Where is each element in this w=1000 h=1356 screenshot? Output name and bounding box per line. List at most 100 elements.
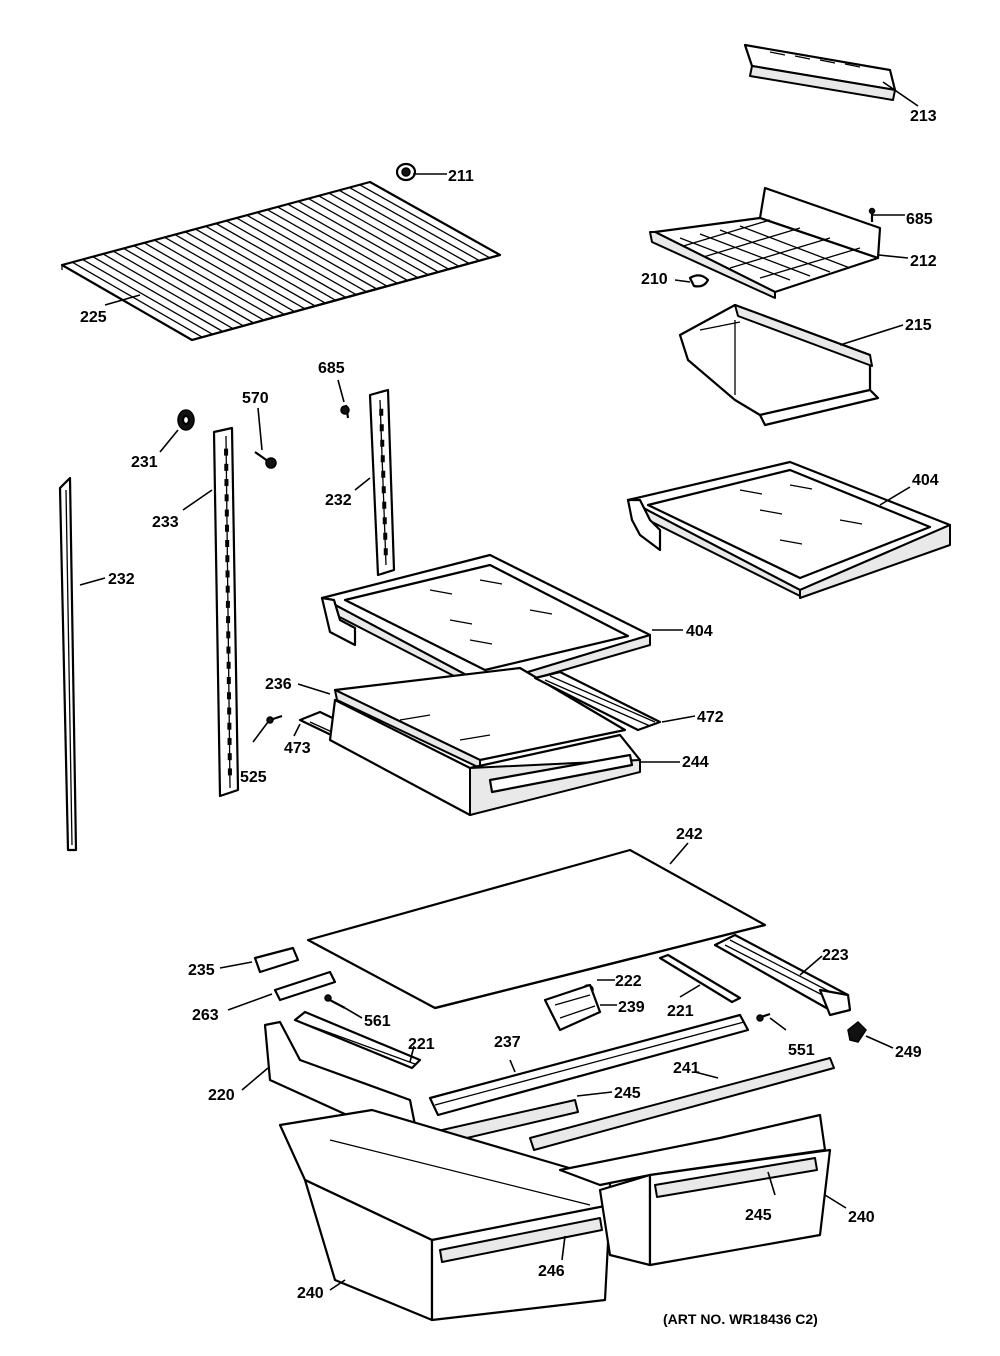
rail-slot bbox=[382, 517, 387, 525]
shelf-wire-rod bbox=[297, 200, 429, 276]
callout-240: 240 bbox=[297, 1285, 324, 1302]
shelf-wire-rod bbox=[71, 261, 203, 338]
callout-551: 551 bbox=[788, 1042, 815, 1059]
shelf-wire-rod bbox=[328, 192, 460, 267]
callout-245: 245 bbox=[614, 1085, 641, 1102]
callout-233: 233 bbox=[152, 514, 179, 531]
part-232-rail-center bbox=[368, 388, 396, 577]
part-241-rail bbox=[529, 1057, 835, 1151]
rail-slot bbox=[225, 585, 230, 593]
callout-215: 215 bbox=[905, 317, 932, 334]
part-210-clip bbox=[688, 274, 710, 288]
callout-685: 685 bbox=[318, 360, 345, 377]
shelf-wire-rod bbox=[123, 247, 254, 324]
shelf-wire-rod bbox=[246, 214, 378, 290]
callout-245: 245 bbox=[745, 1207, 772, 1224]
callout-473: 473 bbox=[284, 740, 311, 757]
shelf-wire-rod bbox=[82, 258, 213, 335]
rail-slot bbox=[226, 646, 231, 654]
callout-232: 232 bbox=[325, 492, 352, 509]
callout-242: 242 bbox=[676, 826, 703, 843]
callout-570: 570 bbox=[242, 390, 269, 407]
part-561-screw bbox=[324, 994, 346, 1009]
callout-232: 232 bbox=[108, 571, 135, 588]
rail-slot bbox=[381, 470, 386, 478]
callout-210: 210 bbox=[641, 271, 668, 288]
part-404-shelf-right bbox=[626, 460, 952, 599]
rail-slot bbox=[225, 570, 230, 578]
rail-slot bbox=[224, 448, 229, 456]
rail-slot bbox=[382, 501, 387, 509]
callout-472: 472 bbox=[697, 709, 724, 726]
rail-slot bbox=[226, 661, 231, 669]
callout-246: 246 bbox=[538, 1263, 565, 1280]
rail-slot bbox=[225, 600, 230, 608]
callout-225: 225 bbox=[80, 309, 107, 326]
shelf-wire-rod bbox=[267, 209, 398, 284]
shelf-wire-rod bbox=[277, 206, 408, 282]
rail-slot bbox=[226, 631, 231, 639]
shelf-wire-rod bbox=[133, 245, 265, 321]
shelf-wire-rod bbox=[338, 189, 470, 265]
callout-221: 221 bbox=[408, 1036, 435, 1053]
shelf-wire-rod bbox=[195, 228, 326, 304]
shelf-wire-rod bbox=[215, 222, 347, 299]
shelf-wire-rod bbox=[143, 242, 275, 318]
shelf-wire-rod bbox=[359, 184, 491, 259]
rail-slot bbox=[227, 768, 232, 776]
rail-slot bbox=[379, 424, 384, 432]
callout-263: 263 bbox=[192, 1007, 219, 1024]
part-242-glass-shelf bbox=[306, 848, 767, 1010]
shelf-wire-rod bbox=[184, 231, 316, 307]
callout-235: 235 bbox=[188, 962, 215, 979]
part-404-shelf-center bbox=[320, 553, 652, 694]
part-212-rack bbox=[649, 186, 882, 299]
part-232-rail-left bbox=[58, 476, 78, 852]
part-570-screw bbox=[254, 451, 277, 469]
rail-slot bbox=[226, 616, 231, 624]
callout-labels: 213 211 685 212 210 225 215 685 570 231 … bbox=[80, 108, 939, 1327]
callout-212: 212 bbox=[910, 253, 937, 270]
part-211-clip bbox=[395, 162, 417, 182]
rail-slot bbox=[224, 494, 229, 502]
shelf-wire-rod bbox=[225, 220, 357, 296]
shelf-wire-rod bbox=[174, 234, 306, 310]
part-221-rail-b bbox=[293, 1010, 422, 1070]
rail-slot bbox=[380, 455, 385, 463]
part-263-bracket bbox=[273, 970, 337, 1002]
part-213-tray bbox=[743, 43, 897, 101]
part-249-hinge bbox=[847, 1020, 867, 1043]
callout-249: 249 bbox=[895, 1044, 922, 1061]
shelf-wire-rod bbox=[205, 225, 337, 301]
callout-561: 561 bbox=[364, 1013, 391, 1030]
rail-slot bbox=[226, 677, 231, 685]
part-472-slide bbox=[533, 670, 662, 732]
part-221-rail-a bbox=[658, 953, 742, 1004]
part-244-frame bbox=[328, 698, 642, 817]
part-685-screw-b bbox=[340, 404, 350, 419]
callout-220: 220 bbox=[208, 1087, 235, 1104]
rail-slot bbox=[380, 439, 385, 447]
shelf-wire-rod bbox=[287, 203, 419, 279]
rail-slot bbox=[227, 753, 232, 761]
callout-241: 241 bbox=[673, 1060, 700, 1077]
shelf-wire-rod bbox=[349, 186, 480, 262]
part-551-screw bbox=[756, 1012, 771, 1022]
part-215-bin bbox=[678, 303, 880, 427]
shelf-wire-rod bbox=[318, 195, 449, 270]
part-240-drawer-right bbox=[558, 1113, 832, 1267]
part-220-bracket bbox=[263, 1020, 417, 1132]
part-239-clip bbox=[543, 983, 602, 1032]
shelf-wire-rod bbox=[154, 239, 285, 316]
rail-slot bbox=[227, 722, 232, 730]
part-237-rail bbox=[428, 1013, 750, 1117]
art-number: (ART NO. WR18436 C2) bbox=[663, 1311, 818, 1327]
callout-685: 685 bbox=[906, 211, 933, 228]
callout-211: 211 bbox=[448, 168, 474, 185]
callout-404: 404 bbox=[912, 472, 939, 489]
shelf-wire-rod bbox=[308, 198, 439, 273]
rail-slot bbox=[227, 692, 231, 700]
shelf-wire-rod bbox=[102, 253, 234, 330]
shelf-wire-rod bbox=[92, 256, 224, 333]
